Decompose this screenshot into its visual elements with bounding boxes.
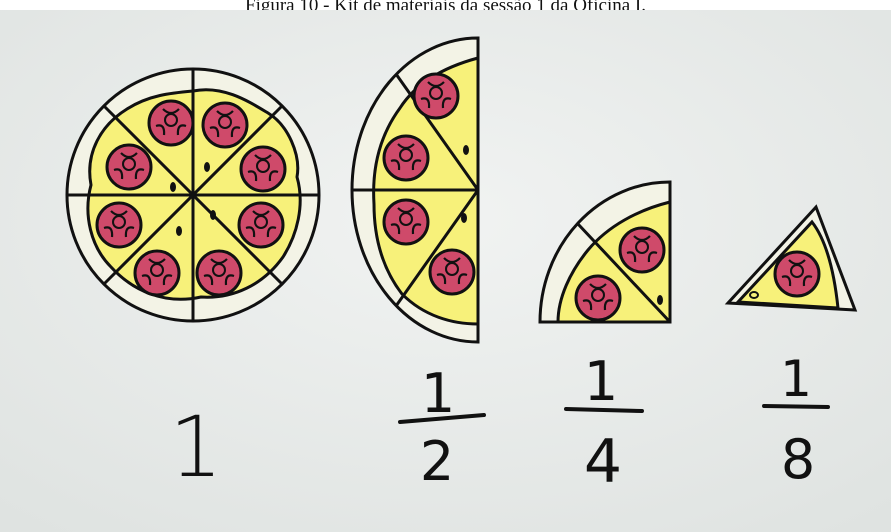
label-quarter-numerator: 1 bbox=[584, 350, 618, 413]
label-whole-text: 1 bbox=[169, 398, 222, 496]
label-quarter-bar bbox=[566, 409, 642, 411]
whole-pizza bbox=[67, 69, 319, 321]
label-eighth-bar bbox=[764, 406, 828, 407]
photo-pizza-fraction-kit: 1 1 2 1 4 1 8 bbox=[0, 10, 891, 532]
label-quarter-denominator: 4 bbox=[584, 427, 622, 497]
label-eighth-denominator: 8 bbox=[781, 428, 815, 491]
label-whole: 1 bbox=[169, 398, 222, 496]
label-half-numerator: 1 bbox=[421, 362, 455, 425]
label-half-denominator: 2 bbox=[420, 430, 454, 493]
label-eighth-numerator: 1 bbox=[780, 350, 812, 408]
